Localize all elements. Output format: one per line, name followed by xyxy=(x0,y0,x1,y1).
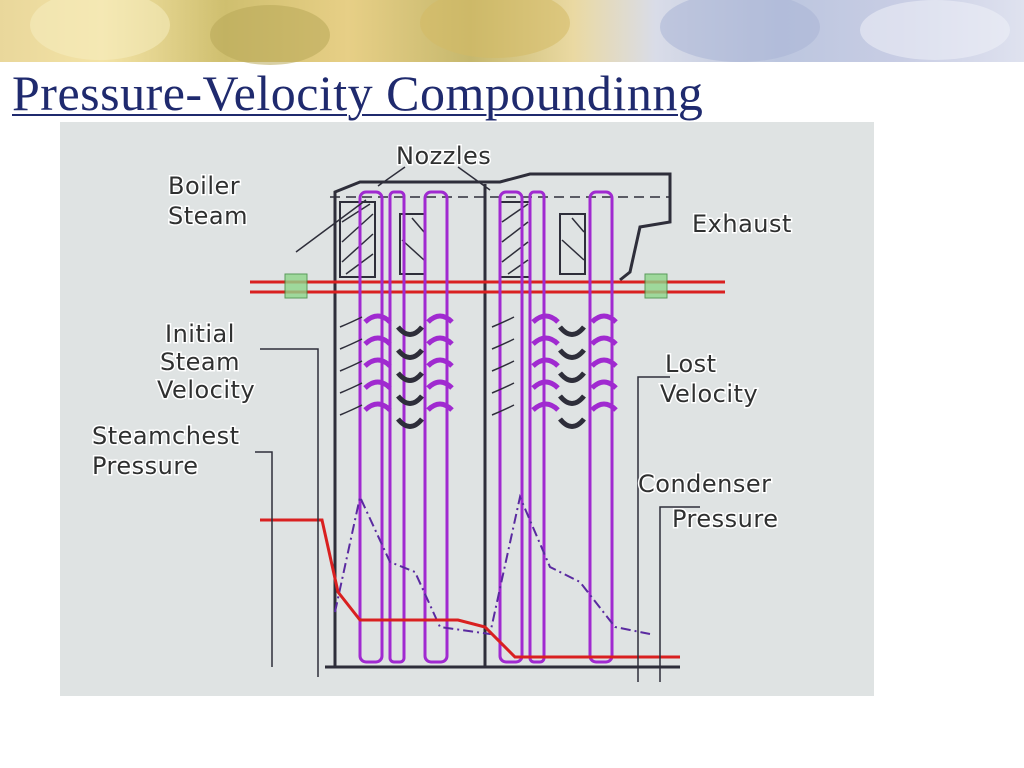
decorative-banner xyxy=(0,0,1024,65)
blade-arcs xyxy=(363,313,618,412)
turbine-casing xyxy=(325,172,680,669)
label-nozzles: Nozzles xyxy=(396,142,491,170)
label-boiler-steam-line1: Boiler xyxy=(168,172,240,200)
diagram-background xyxy=(60,122,874,696)
label-boiler-steam-line2: Steam xyxy=(168,202,248,230)
dimension-leaders xyxy=(255,166,700,682)
label-initial-line1: Initial xyxy=(165,320,235,348)
label-condenser-line2: Pressure xyxy=(672,505,778,533)
label-steamchest-line2: Pressure xyxy=(92,452,198,480)
label-exhaust: Exhaust xyxy=(692,210,792,238)
label-initial-line2: Steam xyxy=(160,348,240,376)
turbine-diagram-svg: Nozzles Boiler Steam Exhaust Initial Ste… xyxy=(60,122,874,696)
label-condenser-line1: Condenser xyxy=(638,470,772,498)
label-initial-line3: Velocity xyxy=(157,376,255,404)
shaft-band xyxy=(250,273,725,299)
pressure-line xyxy=(260,518,680,659)
label-lost-line2: Velocity xyxy=(660,380,758,408)
slide-title: Pressure-Velocity Compoundinng xyxy=(12,65,704,121)
nozzle-guides xyxy=(339,316,515,416)
label-lost-line1: Lost xyxy=(665,350,717,378)
label-steamchest-line1: Steamchest xyxy=(92,422,240,450)
blade-columns xyxy=(358,190,614,664)
fixed-blade-arcs xyxy=(396,325,586,429)
turbine-diagram: Nozzles Boiler Steam Exhaust Initial Ste… xyxy=(60,122,874,696)
